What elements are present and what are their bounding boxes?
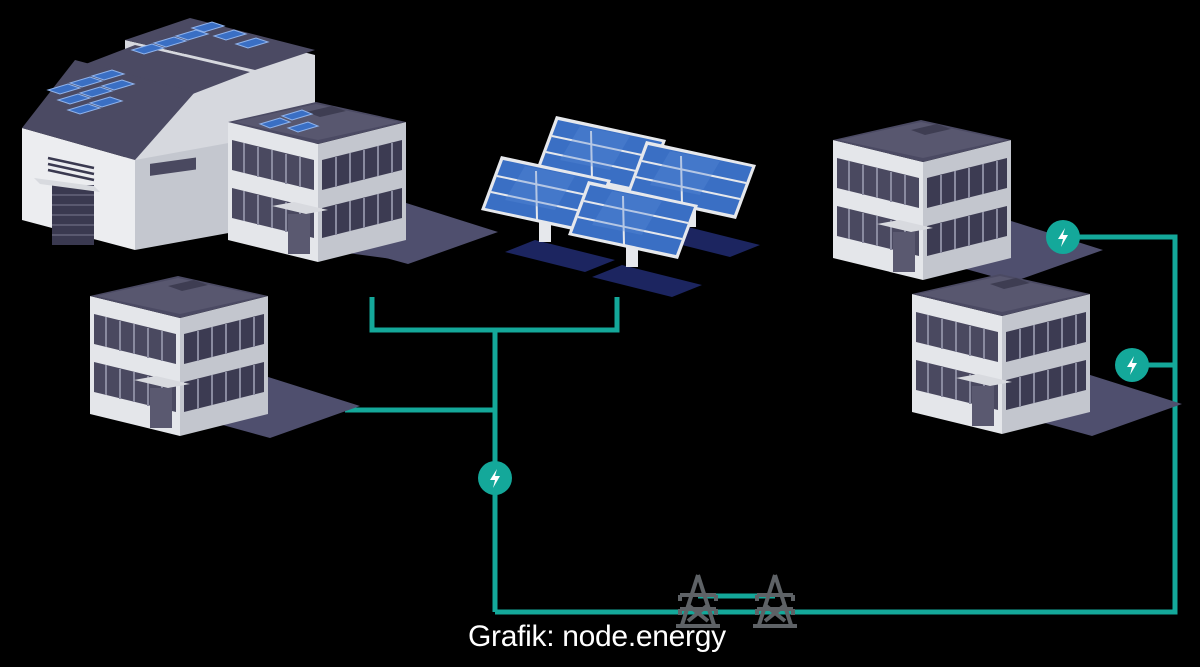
solar-collector-line (369, 297, 620, 333)
public-grid-line (495, 234, 1178, 615)
power-pylon-icon-left (674, 573, 722, 628)
image-credit: Grafik: node.energy (468, 620, 726, 653)
office-building-icon-right-top (832, 119, 1104, 283)
solar-panel-icon (480, 115, 761, 298)
lightning-bolt-icon-main (478, 461, 512, 495)
office-building-icon-left (89, 275, 361, 439)
office-with-solar-icon (227, 101, 499, 265)
lightning-bolt-icon-right-bottom (1115, 348, 1149, 382)
lightning-bolt-icon-right-top (1046, 220, 1080, 254)
power-pylon-icon-right (751, 573, 799, 628)
